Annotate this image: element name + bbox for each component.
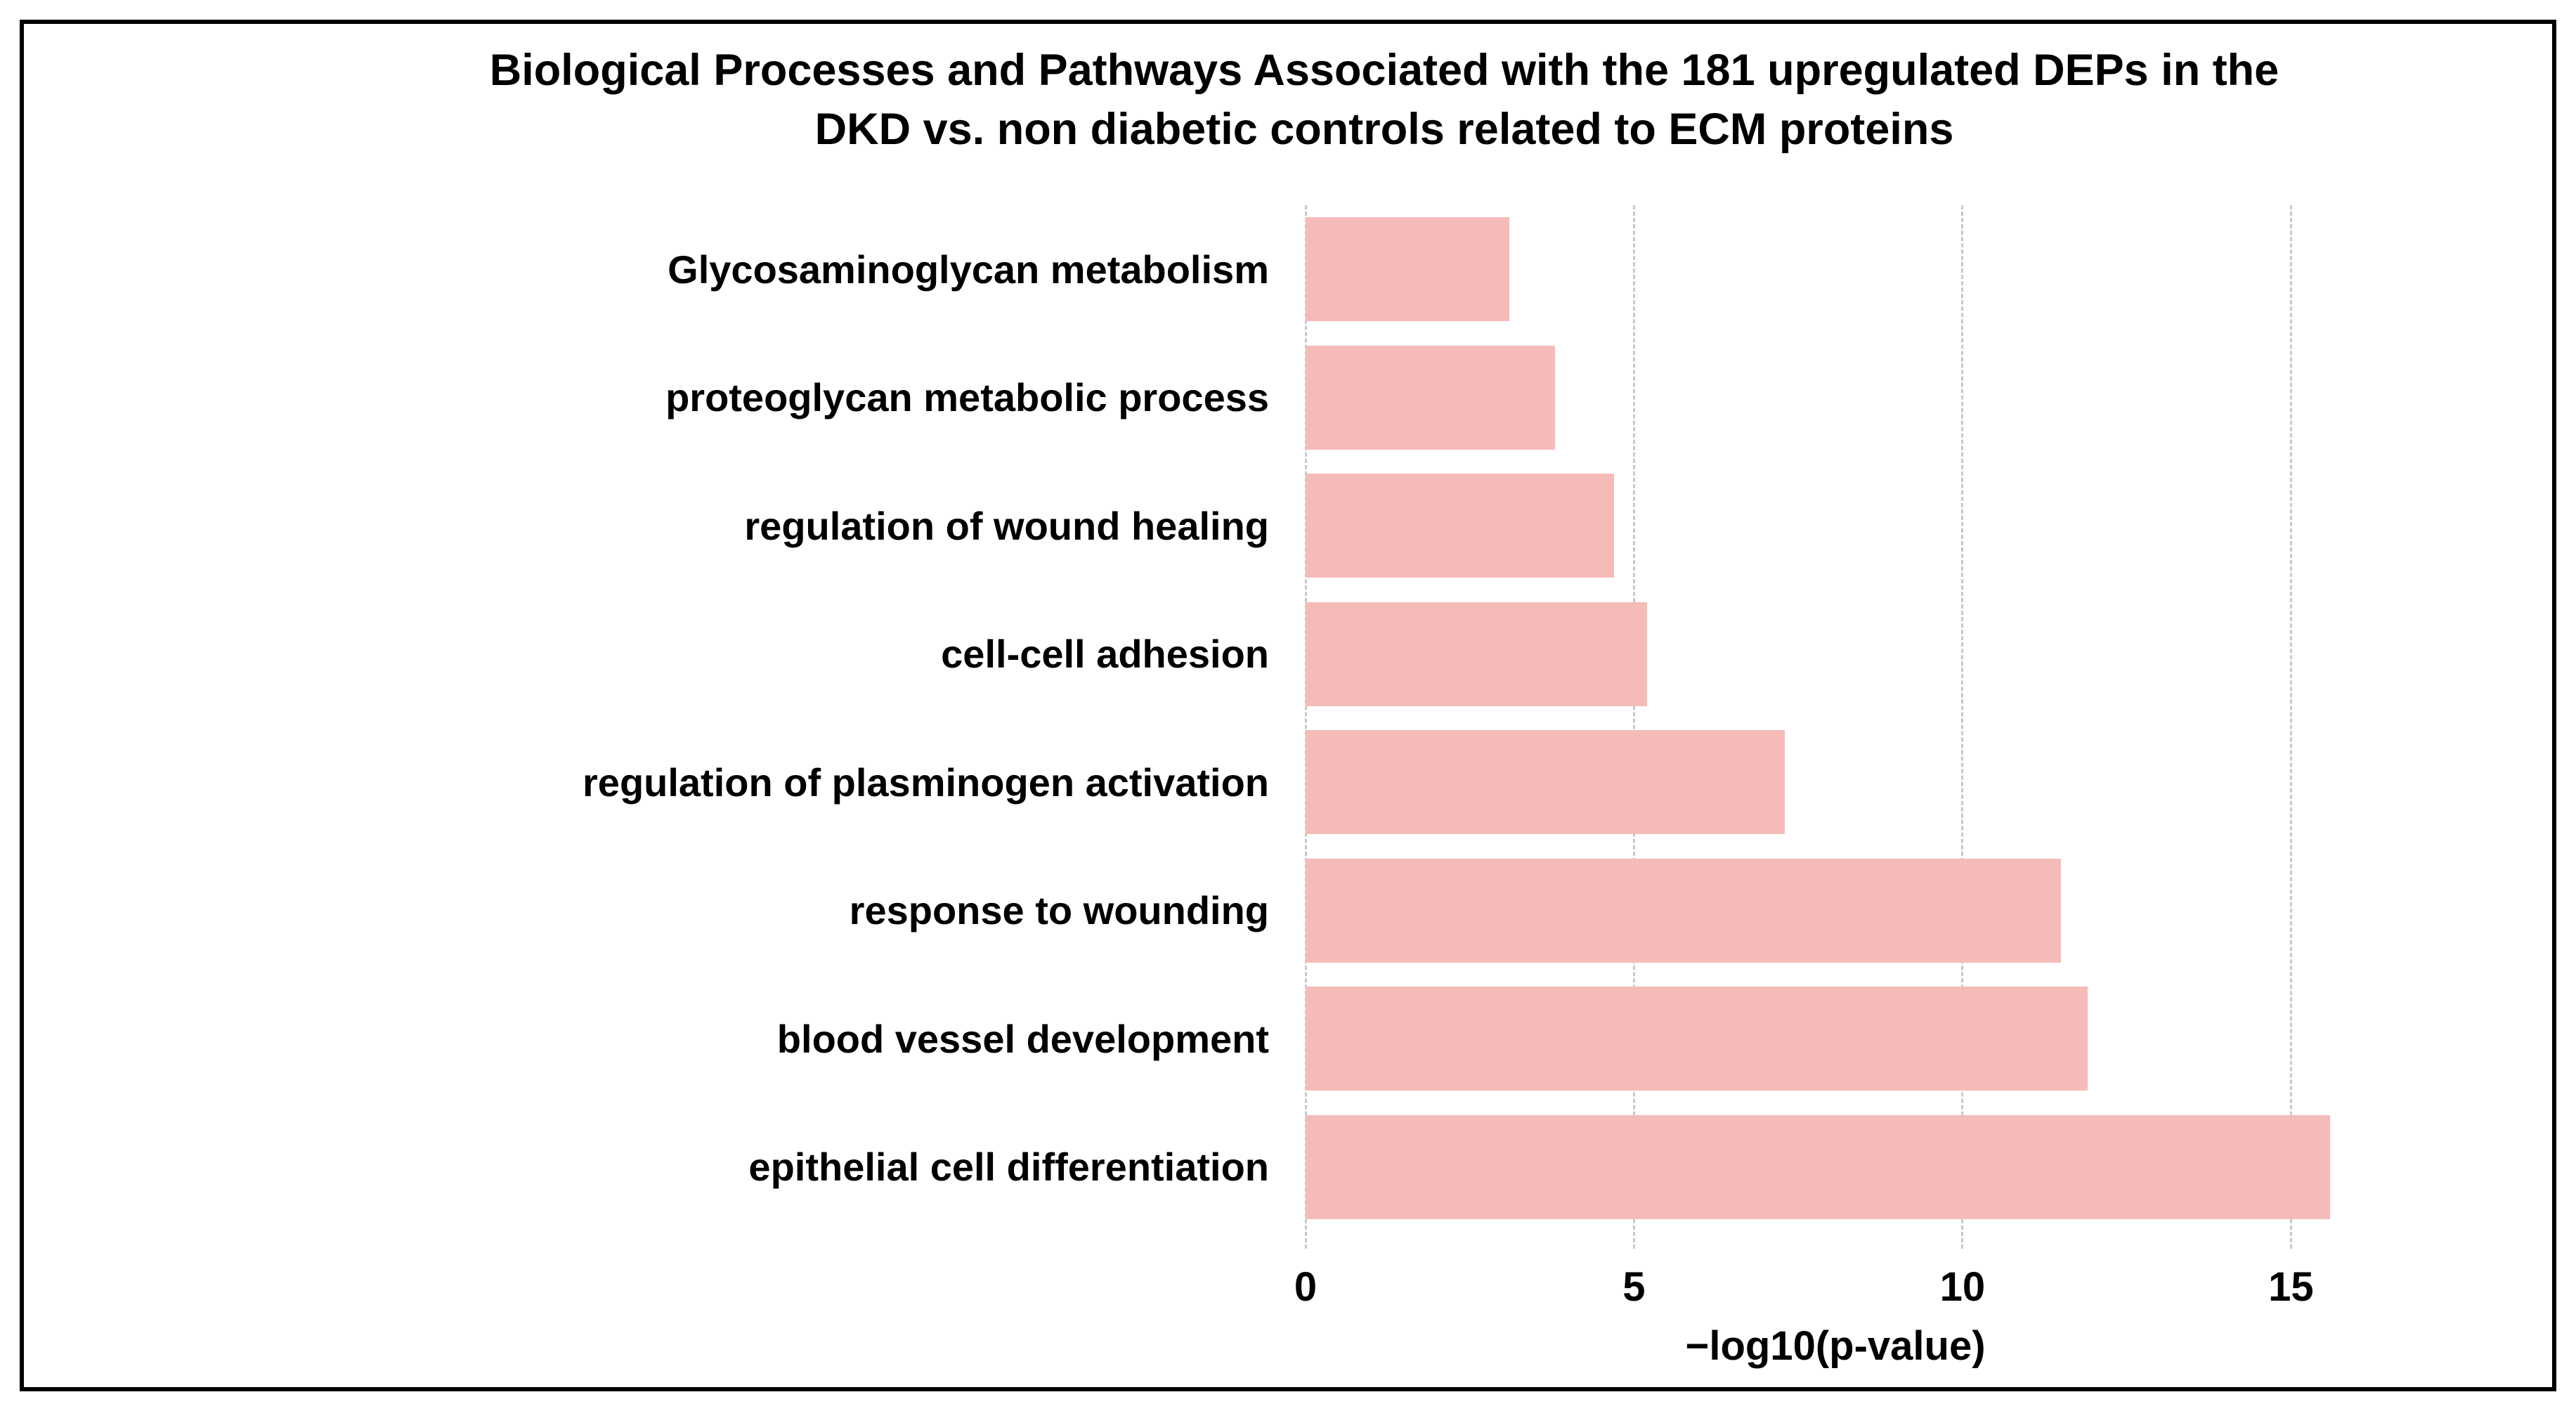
chart-title-line1: Biological Processes and Pathways Associ… bbox=[489, 46, 2279, 95]
bar-5 bbox=[1306, 858, 2062, 963]
bar-3 bbox=[1306, 602, 1648, 706]
plot-area bbox=[1304, 205, 2365, 1249]
bar-0 bbox=[1306, 217, 1509, 322]
chart-title: Biological Processes and Pathways Associ… bbox=[197, 41, 2572, 159]
x-tick-label-10: 10 bbox=[1939, 1264, 1986, 1310]
bar-1 bbox=[1306, 345, 1556, 450]
x-axis-title: −log10(p-value) bbox=[1685, 1323, 1986, 1369]
gridline-x-10 bbox=[1961, 205, 1964, 1249]
gridline-x-0 bbox=[1304, 205, 1307, 1249]
category-label-5: response to wounding bbox=[849, 888, 1269, 933]
category-label-7: epithelial cell differentiation bbox=[748, 1145, 1269, 1190]
bar-4 bbox=[1306, 730, 1785, 835]
category-label-3: cell-cell adhesion bbox=[941, 632, 1269, 677]
gridline-x-15 bbox=[2289, 205, 2292, 1249]
x-tick-label-5: 5 bbox=[1622, 1264, 1646, 1310]
bar-2 bbox=[1306, 474, 1615, 578]
category-label-4: regulation of plasminogen activation bbox=[583, 760, 1269, 805]
chart-title-line2: DKD vs. non diabetic controls related to… bbox=[814, 105, 1954, 154]
x-tick-label-0: 0 bbox=[1294, 1264, 1318, 1310]
x-tick-label-15: 15 bbox=[2268, 1264, 2314, 1310]
category-label-6: blood vessel development bbox=[776, 1016, 1269, 1061]
gridline-x-5 bbox=[1632, 205, 1635, 1249]
bar-6 bbox=[1306, 987, 2088, 1091]
bar-7 bbox=[1306, 1114, 2331, 1219]
category-label-2: regulation of wound healing bbox=[744, 503, 1269, 548]
category-label-1: proteoglycan metabolic process bbox=[665, 375, 1269, 420]
category-label-0: Glycosaminoglycan metabolism bbox=[668, 247, 1269, 292]
